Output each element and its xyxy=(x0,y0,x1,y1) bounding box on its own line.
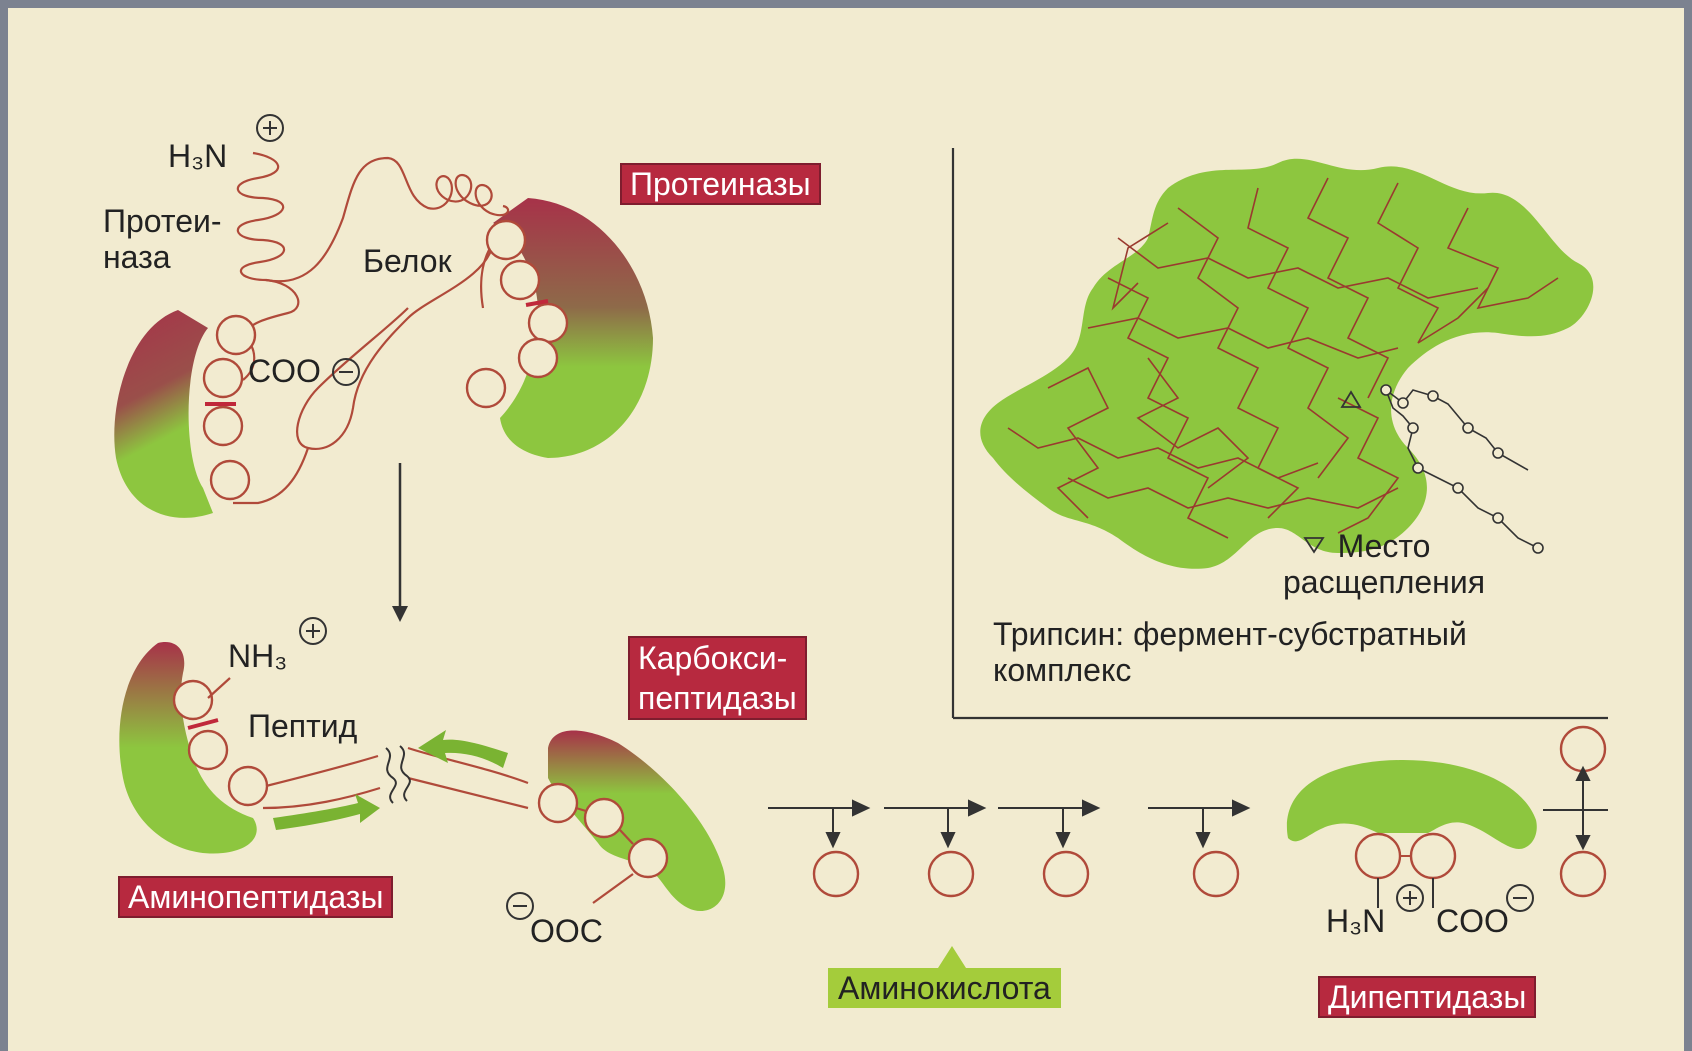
trypsin-blob xyxy=(980,159,1593,569)
coo-bottom-label: COO xyxy=(1436,903,1509,939)
carboxypeptidases-box: Карбокси- пептидазы xyxy=(628,636,807,720)
h3n-bottom-label: H₃N xyxy=(1326,903,1385,939)
charge-symbols-top xyxy=(257,115,359,385)
proteinase-left-enzyme xyxy=(114,310,213,518)
h3n-top-label: H₃N xyxy=(168,138,227,174)
ooc-label: OOC xyxy=(530,913,603,949)
amino-acid-pointer xyxy=(938,946,966,968)
amino-acid-box: Аминокислота xyxy=(828,968,1061,1008)
dipeptidases-box: Дипептидазы xyxy=(1318,976,1536,1018)
charge-signs-bottom-left xyxy=(306,624,527,906)
release-arrows xyxy=(768,801,1248,846)
cleavage-site-label: Место расщепления xyxy=(1283,528,1485,600)
dipeptidase-enzyme xyxy=(1287,760,1537,849)
charge-signs-top xyxy=(263,121,353,372)
protein-chain xyxy=(233,153,508,503)
proteinases-box: Протеиназы xyxy=(620,163,821,205)
green-arrows xyxy=(273,730,508,830)
peptide-break xyxy=(386,746,410,803)
aminopeptidases-box: Аминопептидазы xyxy=(118,876,393,918)
down-arrow xyxy=(392,463,408,622)
protein-label: Белок xyxy=(363,243,452,279)
free-amino-acids xyxy=(814,852,1238,896)
proteinase-label: Протеи- наза xyxy=(103,203,222,275)
cleavage-mark-amino xyxy=(188,720,218,728)
peptide-label: Пептид xyxy=(248,708,357,744)
trypsin-caption: Трипсин: фермент-субстратный комплекс xyxy=(993,616,1467,688)
coo-top-label: COO xyxy=(248,353,321,389)
carboxypeptidase-enzyme xyxy=(548,731,725,912)
figure-page: H₃N Протеи- наза Белок COO NH₃ Пептид OO… xyxy=(8,8,1684,1051)
nh3-label: NH₃ xyxy=(228,638,287,674)
